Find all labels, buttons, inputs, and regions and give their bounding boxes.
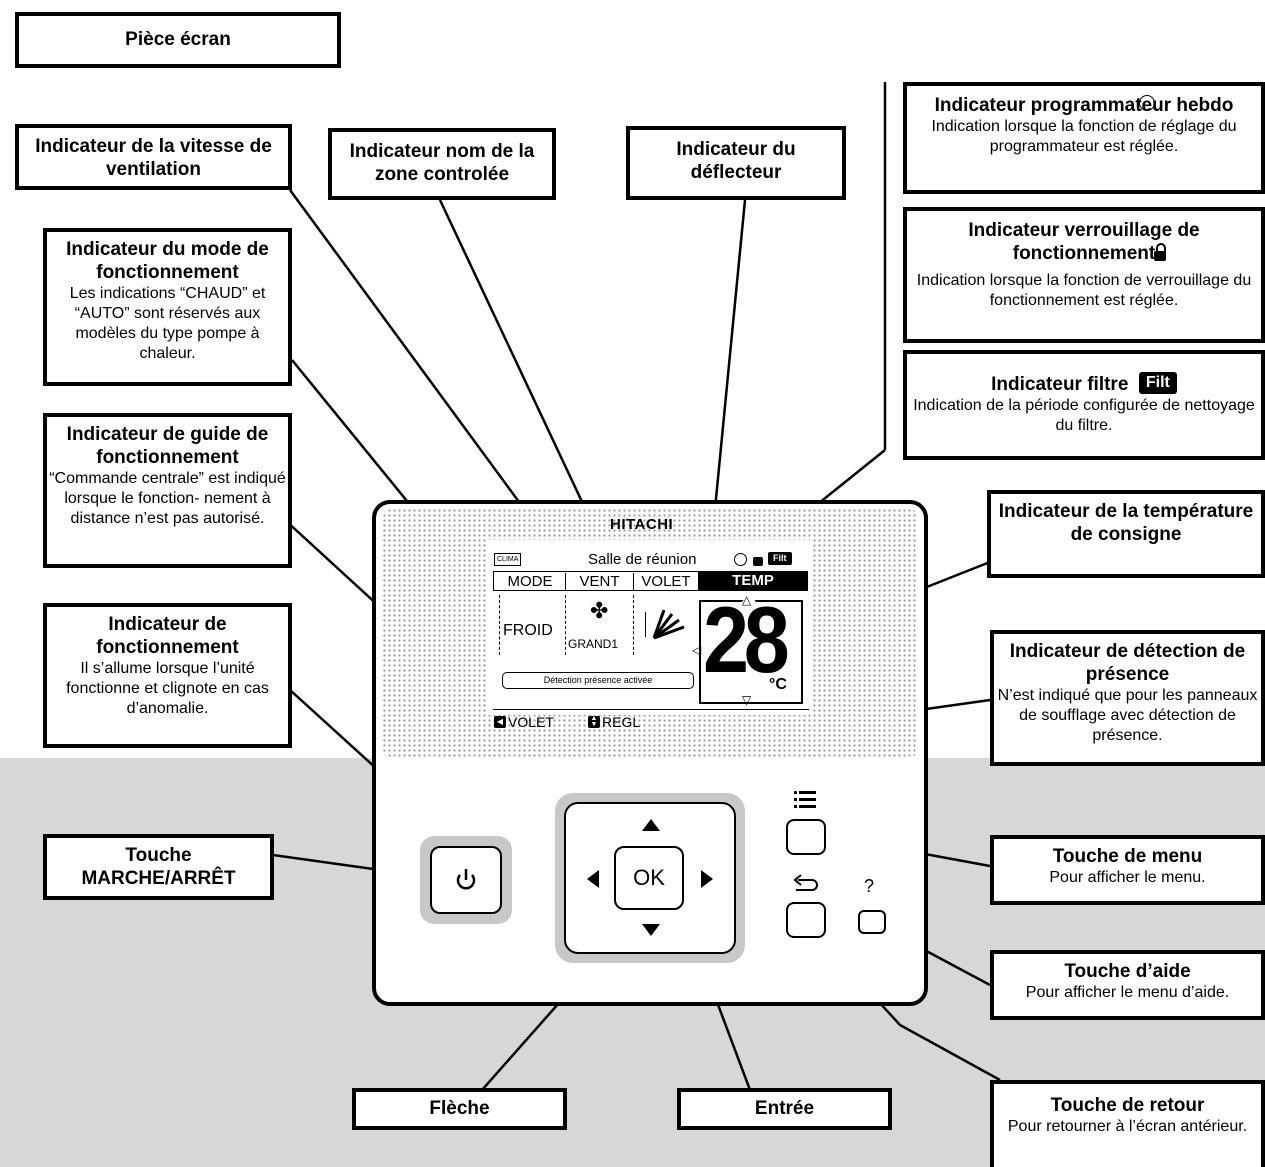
guide-right-label: REGL: [602, 714, 641, 730]
callout-operation: Indicateur de fonctionnement Il s’allume…: [43, 603, 292, 748]
filt-badge: Filt: [768, 552, 792, 565]
clock-icon: [734, 553, 747, 566]
page-title: Pièce écran: [125, 29, 231, 50]
callout-title: Touche MARCHE/ARRÊT: [81, 845, 236, 889]
callout-menu-key: Touche de menu Pour afficher le menu.: [990, 835, 1265, 905]
arrow-right-icon[interactable]: [701, 870, 713, 888]
louver-divider: [645, 612, 646, 637]
brand-logo: HITACHI: [610, 516, 674, 533]
fan-divider-right: [633, 595, 634, 655]
clock-icon: [1139, 95, 1155, 111]
ok-button[interactable]: OK: [614, 846, 684, 910]
louver-icon: [652, 609, 685, 640]
arrow-left-icon[interactable]: [587, 870, 599, 888]
callout-onoff: Touche MARCHE/ARRÊT: [43, 834, 274, 900]
temperature-unit: °C: [769, 676, 787, 693]
callout-title: Flèche: [429, 1098, 490, 1119]
arrow-down-icon[interactable]: [642, 924, 660, 936]
callout-setpoint: Indicateur de la température de consigne: [987, 490, 1265, 578]
callout-desc: Pour retourner à l’écran antérieur.: [1007, 1118, 1248, 1135]
callout-desc: Indication de la période configurée de n…: [913, 397, 1255, 434]
callout-title: Indicateur de fonctionnement: [96, 614, 239, 658]
clima-badge: CLIMA: [494, 553, 522, 566]
mode-value: FROID: [503, 622, 553, 639]
tab-mode[interactable]: MODE: [495, 573, 566, 591]
filter-badge: Filt: [1138, 372, 1177, 394]
callout-title: Touche de menu: [1052, 846, 1203, 867]
temp-left-outline: ◁: [692, 643, 702, 657]
callout-desc: “Commande centrale” est indiqué lorsque …: [49, 470, 286, 527]
lcd-screen: [487, 540, 812, 715]
temp-up-outline: △: [742, 593, 752, 607]
mode-divider-right: [565, 595, 566, 655]
callout-title: Indicateur du mode de fonctionnement: [66, 239, 269, 283]
guide-updown-icon: ▲▼: [588, 715, 600, 728]
callout-deflector: Indicateur du déflecteur: [626, 126, 846, 200]
callout-title: Touche d’aide: [1064, 961, 1191, 982]
temp-up-icon: [741, 594, 757, 603]
callout-title: Indicateur du déflecteur: [676, 139, 796, 183]
callout-guide: Indicateur de guide de fonctionnement “C…: [43, 413, 292, 568]
callout-desc: Les indications “CHAUD” et “AUTO” sont r…: [69, 285, 266, 362]
callout-filter: Indicateur filtre Filt Indication de la …: [903, 350, 1265, 460]
callout-return-key: Touche de retour Pour retourner à l’écra…: [990, 1080, 1265, 1167]
callout-title: Indicateur nom de la zone controlée: [349, 141, 535, 185]
return-button[interactable]: [786, 902, 826, 938]
zone-name-label: Salle de réunion: [588, 551, 697, 568]
callout-desc: N’est indiqué que pour les panneaux de s…: [997, 687, 1258, 744]
fan-speed-value: GRAND1: [568, 637, 619, 651]
presence-banner: Détection présence activée: [502, 672, 694, 689]
line-zone-name: [438, 199, 602, 543]
callout-title: Entrée: [754, 1098, 815, 1119]
callout-weekly-timer: Indicateur programmateur hebdo Indicatio…: [903, 82, 1265, 194]
tab-vent[interactable]: VENT: [566, 573, 634, 591]
callout-presence: Indicateur de détection de présence N’es…: [990, 630, 1265, 766]
callout-arrow: Flèche: [352, 1088, 567, 1130]
menu-list-icon: [794, 791, 816, 808]
tab-temp[interactable]: TEMP: [698, 572, 808, 590]
callout-desc: Indication lorsque la fonction de verrou…: [916, 272, 1252, 309]
callout-enter: Entrée: [677, 1088, 892, 1130]
callout-desc: Pour afficher le menu.: [1049, 869, 1206, 886]
power-icon: [456, 869, 476, 890]
setpoint-temperature: 28: [703, 587, 790, 692]
callout-desc: Pour afficher le menu d’aide.: [1025, 984, 1230, 1001]
guide-left-arrow-icon: ◀: [494, 716, 506, 728]
callout-title: Indicateur de la vitesse de ventilation: [35, 136, 272, 180]
callout-fan-speed: Indicateur de la vitesse de ventilation: [15, 124, 292, 190]
callout-help-key: Touche d’aide Pour afficher le menu d’ai…: [990, 950, 1265, 1020]
mode-divider-left: [499, 595, 500, 655]
callout-title: Indicateur verrouillage de fonctionnemen…: [968, 220, 1200, 264]
callout-zone-name: Indicateur nom de la zone controlée: [328, 128, 556, 200]
callout-title: Touche de retour: [1050, 1095, 1205, 1116]
callout-title: Indicateur filtre: [991, 374, 1129, 395]
arrow-up-icon[interactable]: [642, 819, 660, 831]
callout-desc: Il s’allume lorsque l’unité fonctionne e…: [66, 660, 269, 717]
callout-title: Indicateur programmateur hebdo: [934, 95, 1234, 116]
callout-desc: Indication lorsque la fonction de réglag…: [931, 118, 1237, 155]
callout-title: Indicateur de la température de consigne: [998, 501, 1254, 545]
fan-icon: ✤: [590, 598, 609, 623]
temp-down-outline: ▽: [742, 693, 752, 707]
lock-icon: [753, 557, 763, 566]
lock-icon-shackle: [1156, 243, 1166, 254]
tab-volet[interactable]: VOLET: [641, 573, 691, 590]
guide-left-label: VOLET: [508, 714, 554, 730]
lock-icon: [1154, 251, 1166, 261]
callout-title: Indicateur de détection de présence: [1009, 641, 1246, 685]
menu-button[interactable]: [786, 819, 826, 855]
return-icon: [793, 874, 818, 891]
callout-mode: Indicateur du mode de fonctionnement Les…: [43, 228, 292, 386]
header-box: Pièce écran: [15, 12, 341, 68]
help-button[interactable]: [858, 910, 886, 934]
callout-lock: Indicateur verrouillage de fonctionnemen…: [903, 207, 1265, 343]
callout-title: Indicateur de guide de fonctionnement: [66, 424, 269, 468]
screen-bottom-rule: [493, 709, 809, 710]
help-symbol: ?: [864, 876, 875, 896]
